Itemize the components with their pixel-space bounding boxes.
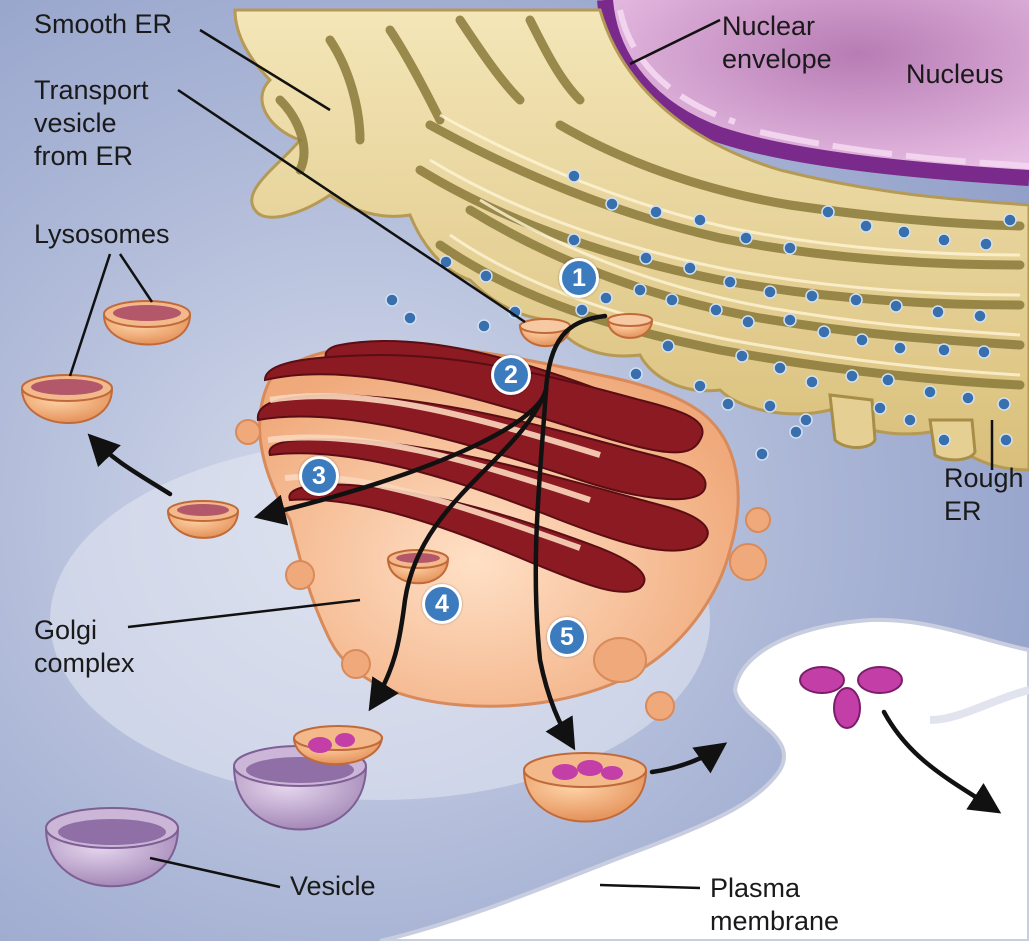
ribosome-dot bbox=[978, 346, 990, 358]
nuclear-envelope-label: Nuclear envelope bbox=[722, 10, 832, 76]
ribosome-dot bbox=[386, 294, 398, 306]
nucleus-label: Nucleus bbox=[906, 58, 1004, 91]
ribosome-dot bbox=[694, 214, 706, 226]
ribosome-dot bbox=[630, 368, 642, 380]
ribosome-dot bbox=[800, 414, 812, 426]
ribosome-dot bbox=[938, 234, 950, 246]
ribosome-dot bbox=[784, 242, 796, 254]
ribosome-dot bbox=[980, 238, 992, 250]
ribosome-dot bbox=[818, 326, 830, 338]
vesicle-label: Vesicle bbox=[290, 870, 376, 903]
ribosome-dot bbox=[998, 398, 1010, 410]
ribosome-dot bbox=[890, 300, 902, 312]
ribosome-dot bbox=[724, 276, 736, 288]
ribosome-dot bbox=[684, 262, 696, 274]
step-3-badge: 3 bbox=[299, 456, 339, 496]
ribosome-dot bbox=[904, 414, 916, 426]
ribosome-dot bbox=[742, 316, 754, 328]
step-2-badge: 2 bbox=[491, 355, 531, 395]
ribosome-dot bbox=[480, 270, 492, 282]
ribosome-dot bbox=[898, 226, 910, 238]
ribosome-dot bbox=[784, 314, 796, 326]
ribosome-dot bbox=[806, 290, 818, 302]
ribosome-dot bbox=[404, 312, 416, 324]
ribosome-dot bbox=[806, 376, 818, 388]
ribosome-dot bbox=[650, 206, 662, 218]
rough-er-label: Rough ER bbox=[944, 462, 1024, 528]
ribosome-dot bbox=[736, 350, 748, 362]
transport-vesicle-label: Transport vesicle from ER bbox=[34, 74, 149, 173]
ribosome-dot bbox=[576, 304, 588, 316]
ribosome-dot bbox=[856, 334, 868, 346]
ribosome-dot bbox=[924, 386, 936, 398]
ribosome-dot bbox=[666, 294, 678, 306]
ribosome-dot bbox=[740, 232, 752, 244]
ribosome-dot bbox=[874, 402, 886, 414]
ribosome-dot bbox=[694, 380, 706, 392]
ribosome-dot bbox=[568, 170, 580, 182]
ribosome-dot bbox=[568, 234, 580, 246]
ribosome-dot bbox=[662, 340, 674, 352]
step-5-badge: 5 bbox=[547, 617, 587, 657]
ribosome-dot bbox=[764, 286, 776, 298]
ribosome-dot bbox=[938, 434, 950, 446]
ribosome-dot bbox=[606, 198, 618, 210]
ribosome-dot bbox=[478, 320, 490, 332]
ribosome-dot bbox=[938, 344, 950, 356]
ribosome-dot bbox=[600, 292, 612, 304]
step-1-badge: 1 bbox=[559, 258, 599, 298]
ribosome-dot bbox=[850, 294, 862, 306]
step-4-badge: 4 bbox=[422, 584, 462, 624]
golgi-complex-label: Golgi complex bbox=[34, 614, 135, 680]
ribosome-dot bbox=[882, 374, 894, 386]
ribosome-dot bbox=[1004, 214, 1016, 226]
ribosome-dot bbox=[860, 220, 872, 232]
ribosome-dot bbox=[894, 342, 906, 354]
ribosome-dot bbox=[822, 206, 834, 218]
ribosome-dot bbox=[764, 400, 776, 412]
ribosome-dot bbox=[790, 426, 802, 438]
ribosome-dot bbox=[756, 448, 768, 460]
ribosome-dot bbox=[640, 252, 652, 264]
ribosome-dot bbox=[722, 398, 734, 410]
smooth-er-label: Smooth ER bbox=[34, 8, 172, 41]
ribosome-dot bbox=[710, 304, 722, 316]
ribosome-dot bbox=[962, 392, 974, 404]
ribosome-dot bbox=[634, 284, 646, 296]
ribosome-dot bbox=[774, 362, 786, 374]
ribosome-dot bbox=[1000, 434, 1012, 446]
lysosomes-label: Lysosomes bbox=[34, 218, 170, 251]
ribosome-dot bbox=[932, 306, 944, 318]
plasma-membrane-label: Plasma membrane bbox=[710, 872, 839, 938]
ribosome-dot bbox=[846, 370, 858, 382]
ribosome-dot bbox=[974, 310, 986, 322]
